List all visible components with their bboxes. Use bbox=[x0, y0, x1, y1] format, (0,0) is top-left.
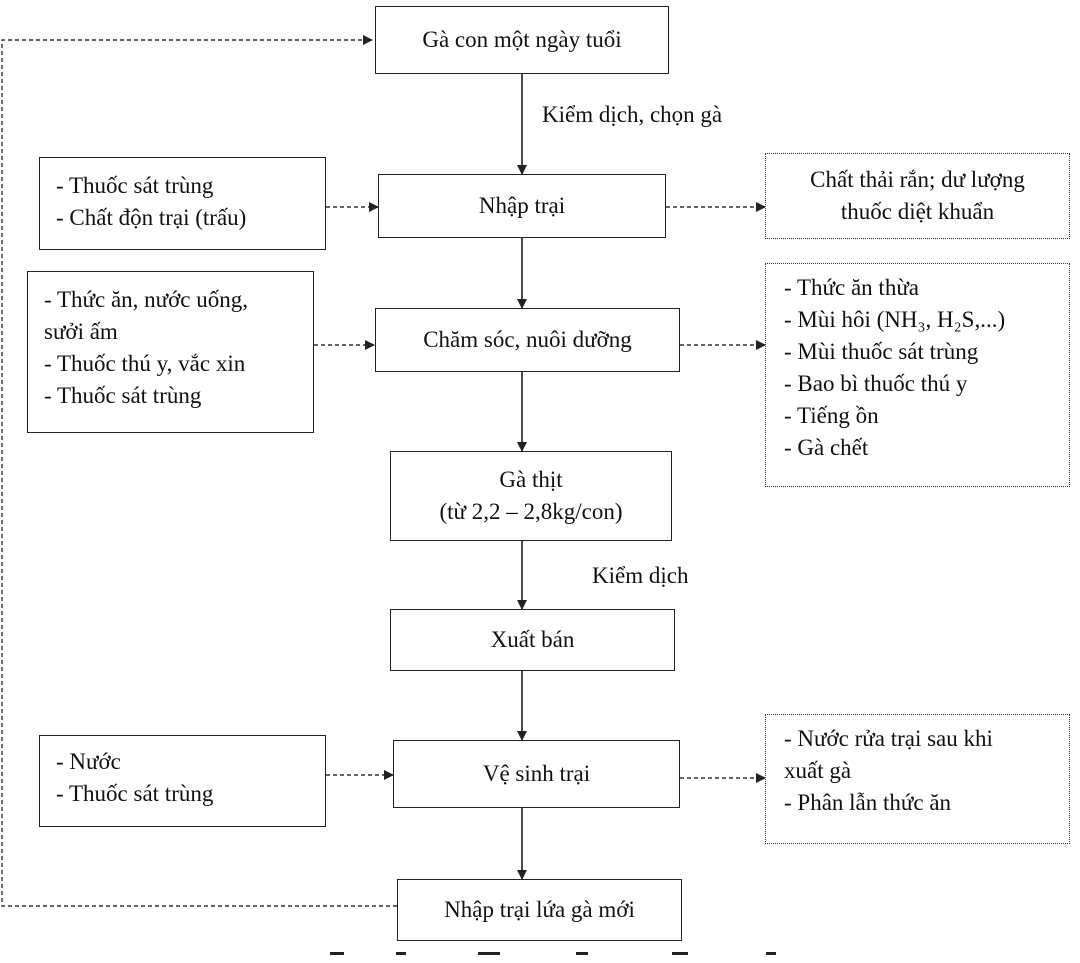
output-care-item: - Mùi thuốc sát trùng bbox=[784, 339, 979, 364]
output-cleaning-item: xuất gà bbox=[784, 758, 852, 783]
output-cleaning-item: - Phân lẫn thức ăn bbox=[784, 790, 952, 815]
input-cleaning-item: - Nước bbox=[56, 749, 121, 774]
cropped-caption-fragment bbox=[300, 948, 860, 963]
output-cleaning-box: - Nước rửa trại sau khi xuất gà - Phân l… bbox=[765, 714, 1070, 844]
output-intake-line: Chất thải rắn; dư lượng bbox=[810, 167, 1025, 192]
cleaning-label: Vệ sinh trại bbox=[482, 761, 591, 786]
broiler-label-line1: Gà thịt bbox=[499, 467, 563, 492]
output-care-item: - Thức ăn thừa bbox=[784, 275, 919, 300]
output-care-item: - Bao bì thuốc thú y bbox=[784, 371, 968, 396]
output-care-box: - Thức ăn thừa - Mùi hôi (NH₃, H₂S,...) … bbox=[765, 263, 1070, 487]
input-intake-item: - Thuốc sát trùng bbox=[56, 173, 214, 198]
broiler-box: Gà thịt (từ 2,2 – 2,8kg/con) bbox=[390, 451, 672, 541]
output-care-item: - Mùi hôi (NH₃, H₂S,...) bbox=[784, 307, 1006, 332]
output-intake-line: thuốc diệt khuẩn bbox=[840, 199, 995, 224]
start-label: Gà con một ngày tuổi bbox=[422, 27, 622, 52]
input-intake-item: - Chất độn trại (trấu) bbox=[56, 205, 247, 230]
input-intake-box: - Thuốc sát trùng - Chất độn trại (trấu) bbox=[39, 157, 326, 250]
input-care-item: sưởi ấm bbox=[44, 319, 118, 344]
care-label: Chăm sóc, nuôi dưỡng bbox=[423, 327, 632, 352]
intake-box: Nhập trại bbox=[378, 174, 666, 238]
input-care-item: - Thức ăn, nước uống, bbox=[44, 287, 249, 312]
new-batch-label: Nhập trại lứa gà mới bbox=[444, 897, 635, 922]
sale-label: Xuất bán bbox=[490, 627, 575, 652]
output-cleaning-item: - Nước rửa trại sau khi bbox=[784, 726, 993, 751]
input-cleaning-item: - Thuốc sát trùng bbox=[56, 781, 214, 806]
output-care-item: - Gà chết bbox=[784, 435, 869, 460]
check-label: Kiểm dịch bbox=[592, 563, 689, 588]
input-care-box: - Thức ăn, nước uống, sưởi ấm - Thuốc th… bbox=[27, 271, 314, 433]
input-care-item: - Thuốc sát trùng bbox=[44, 383, 202, 408]
output-care-item: - Tiếng ồn bbox=[784, 403, 879, 428]
sale-box: Xuất bán bbox=[390, 609, 675, 671]
intake-label: Nhập trại bbox=[478, 193, 566, 218]
cleaning-box: Vệ sinh trại bbox=[393, 740, 680, 808]
output-intake-box: Chất thải rắn; dư lượng thuốc diệt khuẩn bbox=[765, 153, 1070, 239]
input-care-item: - Thuốc thú y, vắc xin bbox=[44, 351, 246, 376]
start-box: Gà con một ngày tuổi bbox=[375, 6, 669, 74]
care-box: Chăm sóc, nuôi dưỡng bbox=[375, 308, 680, 372]
input-cleaning-box: - Nước - Thuốc sát trùng bbox=[39, 735, 326, 827]
new-batch-box: Nhập trại lứa gà mới bbox=[397, 879, 682, 941]
loop-back-line bbox=[1, 35, 397, 907]
broiler-label-line2: (từ 2,2 – 2,8kg/con) bbox=[439, 499, 623, 524]
check-select-label: Kiểm dịch, chọn gà bbox=[542, 102, 723, 127]
